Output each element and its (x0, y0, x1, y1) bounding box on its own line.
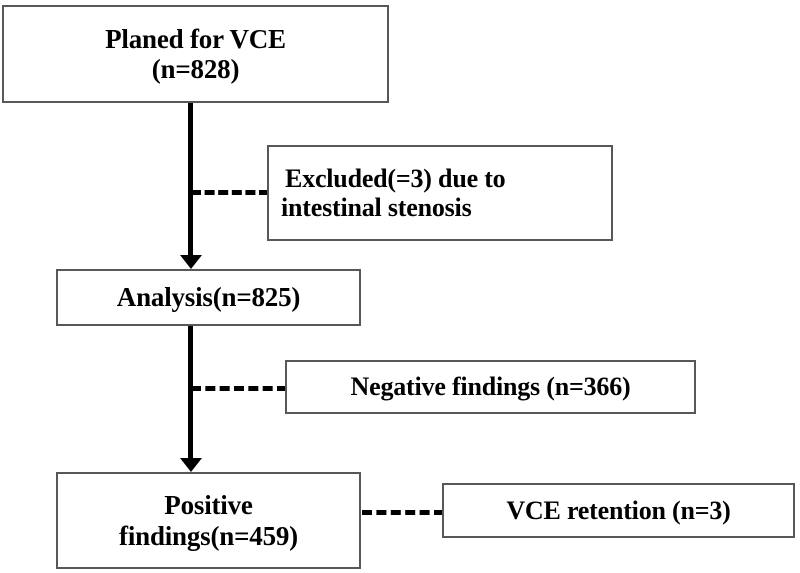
dashed-connector-to-excluded (191, 190, 269, 195)
flow-node-analysis-line1: Analysis(n=825) (116, 282, 301, 313)
flow-node-retention-line1: VCE retention (n=3) (506, 495, 731, 525)
flow-node-analysis: Analysis(n=825) (56, 269, 361, 326)
flow-node-positive-line1: Positive (164, 490, 253, 521)
flow-node-negative-line1: Negative findings (n=366) (350, 372, 631, 402)
flow-node-vce-retention: VCE retention (n=3) (442, 483, 795, 538)
flow-node-positive-line2: findings(n=459) (119, 520, 298, 551)
arrow-planned-to-analysis (188, 103, 193, 256)
flow-node-negative-findings: Negative findings (n=366) (285, 360, 696, 414)
flow-node-positive-findings: Positive findings(n=459) (56, 472, 361, 569)
flow-node-excluded-line2: intestinal stenosis (281, 193, 472, 222)
dashed-connector-to-retention (362, 510, 444, 515)
dashed-connector-to-negative (191, 386, 287, 391)
arrow-analysis-to-positive (188, 326, 193, 459)
flow-node-excluded: Excluded(=3) due to intestinal stenosis (267, 145, 613, 241)
flow-node-excluded-line1: Excluded(=3) due to (285, 163, 506, 193)
flow-node-planned-line1: Planed for VCE (105, 23, 286, 54)
flow-node-planned-for-vce: Planed for VCE (n=828) (2, 5, 389, 103)
flow-node-planned-line2: (n=828) (151, 54, 240, 84)
